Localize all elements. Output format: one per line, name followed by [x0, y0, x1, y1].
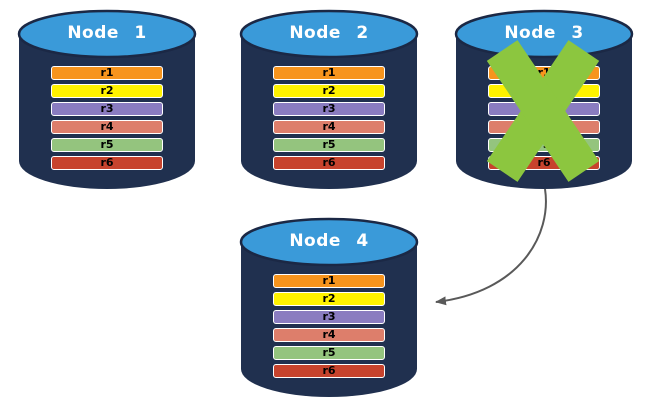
- replica-row-r6: r6: [273, 156, 385, 170]
- replica-row-r5: r5: [273, 346, 385, 360]
- node-label: Node 1: [67, 23, 147, 43]
- replica-row-r1: r1: [273, 66, 385, 80]
- replica-row-r5: r5: [273, 138, 385, 152]
- replica-stack: r1 r2 r3 r4 r5 r6: [273, 274, 385, 382]
- replica-row-r1: r1: [51, 66, 163, 80]
- replica-row-r4: r4: [51, 120, 163, 134]
- replica-row-r3: r3: [51, 102, 163, 116]
- replica-row-r5: r5: [51, 138, 163, 152]
- node-4: Node 4 r1 r2 r3 r4 r5 r6: [239, 217, 419, 399]
- failure-x-icon: [486, 40, 600, 182]
- replica-row-r4: r4: [273, 120, 385, 134]
- replica-row-r2: r2: [273, 292, 385, 306]
- replica-stack: r1 r2 r3 r4 r5 r6: [273, 66, 385, 174]
- node-label: Node 2: [289, 23, 369, 43]
- replica-row-r2: r2: [273, 84, 385, 98]
- replica-row-r2: r2: [51, 84, 163, 98]
- replica-row-r3: r3: [273, 310, 385, 324]
- replica-stack: r1 r2 r3 r4 r5 r6: [51, 66, 163, 174]
- replica-row-r6: r6: [51, 156, 163, 170]
- node-1: Node 1 r1 r2 r3 r4 r5 r6: [17, 9, 197, 191]
- replica-row-r3: r3: [273, 102, 385, 116]
- node-label: Node 4: [289, 231, 369, 251]
- replica-row-r6: r6: [273, 364, 385, 378]
- node-label: Node 3: [504, 23, 584, 43]
- replica-row-r4: r4: [273, 328, 385, 342]
- node-2: Node 2 r1 r2 r3 r4 r5 r6: [239, 9, 419, 191]
- replica-row-r1: r1: [273, 274, 385, 288]
